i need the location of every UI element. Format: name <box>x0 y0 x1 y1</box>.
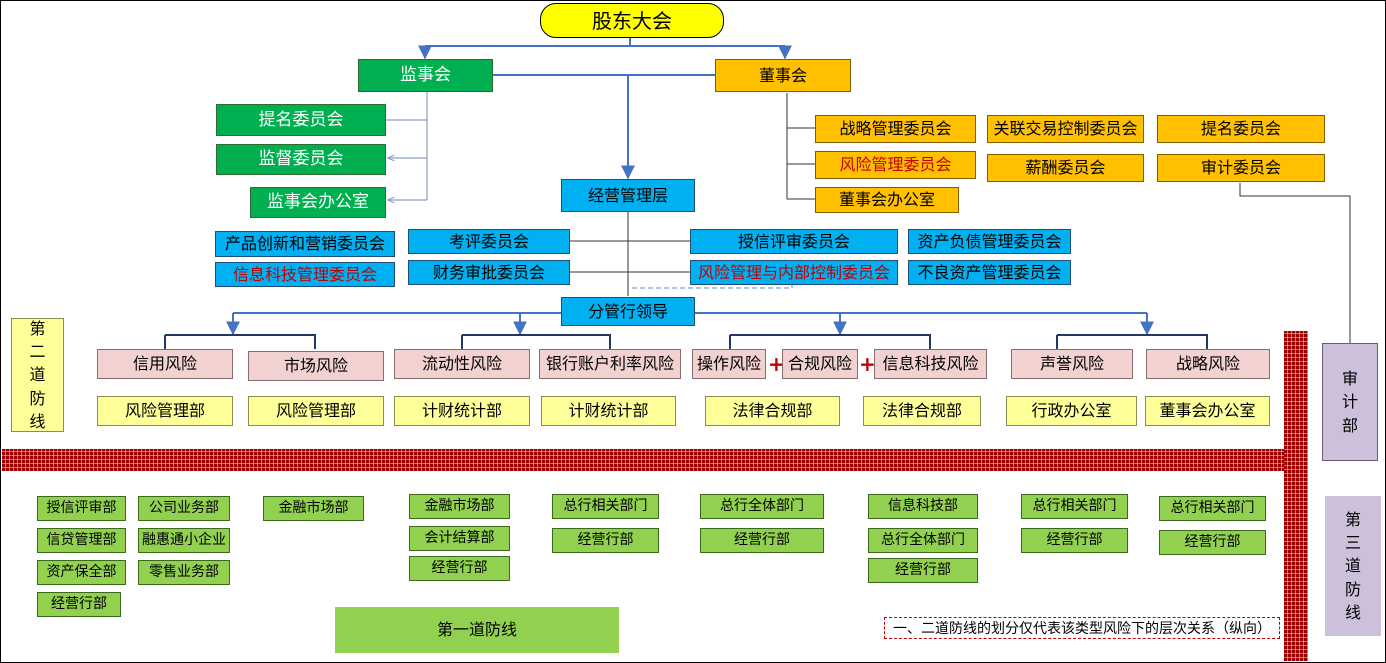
dept-risk-management-1: 风险管理部 <box>97 396 233 426</box>
risk-liquidity: 流动性风险 <box>394 349 530 379</box>
credit-review-committee: 授信评审委员会 <box>690 229 898 254</box>
unit-branch: 经营行部 <box>1159 530 1266 555</box>
board-nomination-committee: 提名委员会 <box>1157 115 1325 143</box>
dept-finance-stats-2: 计财统计部 <box>541 396 676 426</box>
dept-risk-management-2: 风险管理部 <box>248 396 384 426</box>
unit-hq-related: 总行相关部门 <box>552 494 659 519</box>
branch-leader: 分管行领导 <box>561 297 695 326</box>
unit-hq-all: 总行全体部门 <box>868 528 978 553</box>
unit-loan-management: 信贷管理部 <box>37 528 126 553</box>
board-of-directors: 董事会 <box>715 59 851 92</box>
risk-operational: 操作风险 <box>692 349 766 379</box>
product-innovation-committee: 产品创新和营销委员会 <box>215 231 395 257</box>
unit-hq-all: 总行全体部门 <box>700 494 824 519</box>
supervisory-board-office: 监事会办公室 <box>250 187 386 218</box>
risk-credit: 信用风险 <box>97 349 233 379</box>
npa-management-committee: 不良资产管理委员会 <box>908 260 1071 285</box>
second-line-boundary <box>2 449 1308 471</box>
unit-branch: 经营行部 <box>1021 528 1128 553</box>
hierarchy-note: 一、二道防线的划分仅代表该类型风险下的层次关系（纵向） <box>884 617 1280 639</box>
unit-corporate-business: 公司业务部 <box>138 496 230 521</box>
dept-admin-office: 行政办公室 <box>1006 396 1137 426</box>
unit-it: 信息科技部 <box>868 494 978 519</box>
unit-branch: 经营行部 <box>868 558 978 583</box>
dept-board-office: 董事会办公室 <box>1145 396 1270 426</box>
unit-accounting: 会计结算部 <box>409 526 510 551</box>
unit-branch: 经营行部 <box>409 556 510 581</box>
audit-committee: 审计委员会 <box>1157 154 1325 182</box>
audit-text: 审计部 <box>1341 369 1358 435</box>
finance-approval-committee: 财务审批委员会 <box>408 260 570 285</box>
unit-hq-related: 总行相关部门 <box>1159 496 1266 521</box>
evaluation-committee: 考评委员会 <box>408 229 570 254</box>
unit-branch: 经营行部 <box>37 592 121 617</box>
third-line-boundary <box>1284 331 1308 661</box>
unit-financial-markets-1: 金融市场部 <box>263 496 364 521</box>
unit-credit-review: 授信评审部 <box>37 496 126 521</box>
second-line-label: 第二道防线 <box>11 318 64 432</box>
supervisory-committee-nomination: 提名委员会 <box>216 104 386 136</box>
unit-asset-preservation: 资产保全部 <box>37 560 126 585</box>
unit-hq-related: 总行相关部门 <box>1021 494 1128 519</box>
risk-internal-control-committee: 风险管理与内部控制委员会 <box>690 260 898 285</box>
asset-liability-committee: 资产负债管理委员会 <box>908 229 1071 254</box>
plus-sign: + <box>859 352 876 376</box>
board-office: 董事会办公室 <box>815 187 959 213</box>
supervisory-committee-oversight: 监督委员会 <box>216 144 386 175</box>
shareholders-meeting: 股东大会 <box>540 3 724 38</box>
unit-retail: 零售业务部 <box>138 560 230 585</box>
dept-finance-stats-1: 计财统计部 <box>394 396 530 426</box>
unit-financial-markets-2: 金融市场部 <box>409 494 510 519</box>
third-line-text: 第三道防线 <box>1344 510 1361 622</box>
second-line-text: 第二道防线 <box>29 319 46 431</box>
compensation-committee: 薪酬委员会 <box>987 154 1144 182</box>
unit-smb: 融惠通小企业 <box>138 528 230 553</box>
risk-strategic: 战略风险 <box>1146 349 1270 379</box>
risk-compliance: 合规风险 <box>782 349 858 379</box>
unit-branch: 经营行部 <box>552 528 659 553</box>
senior-management: 经营管理层 <box>561 179 695 212</box>
dept-legal-compliance-2: 法律合规部 <box>863 396 981 426</box>
risk-interest-rate: 银行账户利率风险 <box>539 349 681 379</box>
first-line-label: 第一道防线 <box>335 607 619 653</box>
risk-management-committee: 风险管理委员会 <box>815 151 976 179</box>
supervisory-board: 监事会 <box>358 59 493 92</box>
unit-branch: 经营行部 <box>700 528 824 553</box>
strategy-committee: 战略管理委员会 <box>815 115 976 143</box>
third-line-label: 第三道防线 <box>1325 496 1381 636</box>
audit-department: 审计部 <box>1322 343 1378 461</box>
plus-sign: + <box>768 352 785 376</box>
risk-it: 信息科技风险 <box>874 349 987 379</box>
related-transactions-committee: 关联交易控制委员会 <box>987 115 1144 143</box>
it-management-committee: 信息科技管理委员会 <box>215 262 395 287</box>
dept-legal-compliance-1: 法律合规部 <box>705 396 840 426</box>
risk-market: 市场风险 <box>248 351 384 381</box>
risk-reputation: 声誉风险 <box>1011 349 1133 379</box>
